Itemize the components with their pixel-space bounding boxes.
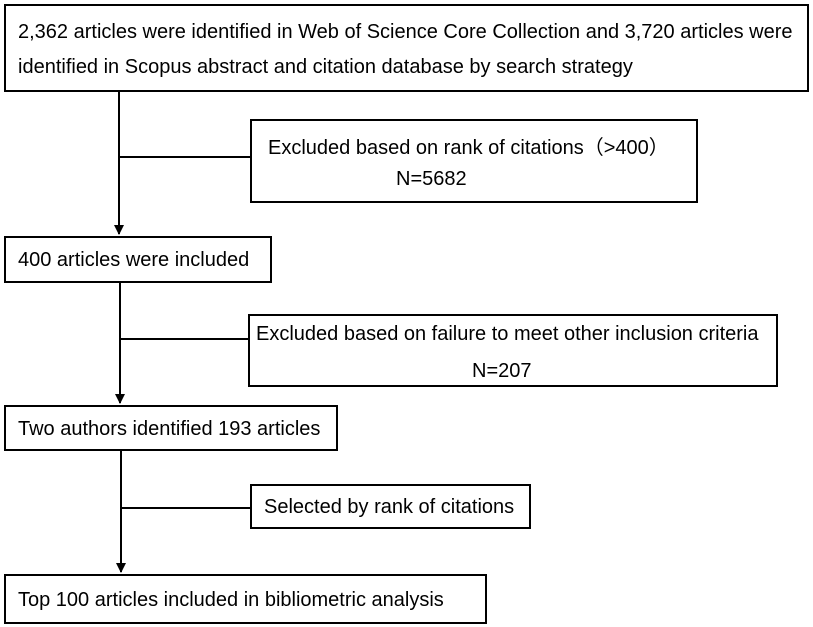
identified193-text: Two authors identified 193 articles <box>18 418 321 440</box>
selection-text: Selected by rank of citations <box>264 496 515 518</box>
identified-line-2: identified in Scopus abstract and citati… <box>18 56 633 78</box>
identified-line-1: 2,362 articles were identified in Web of… <box>18 21 793 43</box>
identified193-box: Two authors identified 193 articles <box>4 405 338 451</box>
exclusion2-box: Excluded based on failure to meet other … <box>248 314 778 387</box>
exclusion1-count: N=5682 <box>396 168 467 190</box>
exclusion1-box: Excluded based on rank of citations（>400… <box>250 119 698 203</box>
final-text: Top 100 articles included in bibliometri… <box>18 589 444 611</box>
included400-box: 400 articles were included <box>4 236 272 283</box>
exclusion2-text: Excluded based on failure to meet other … <box>256 323 759 345</box>
identified-box: 2,362 articles were identified in Web of… <box>4 4 809 92</box>
included400-text: 400 articles were included <box>18 249 250 271</box>
selection-box: Selected by rank of citations <box>250 484 531 529</box>
final-box: Top 100 articles included in bibliometri… <box>4 574 487 624</box>
exclusion1-text: Excluded based on rank of citations（>400… <box>268 137 669 159</box>
exclusion2-count: N=207 <box>472 360 532 382</box>
